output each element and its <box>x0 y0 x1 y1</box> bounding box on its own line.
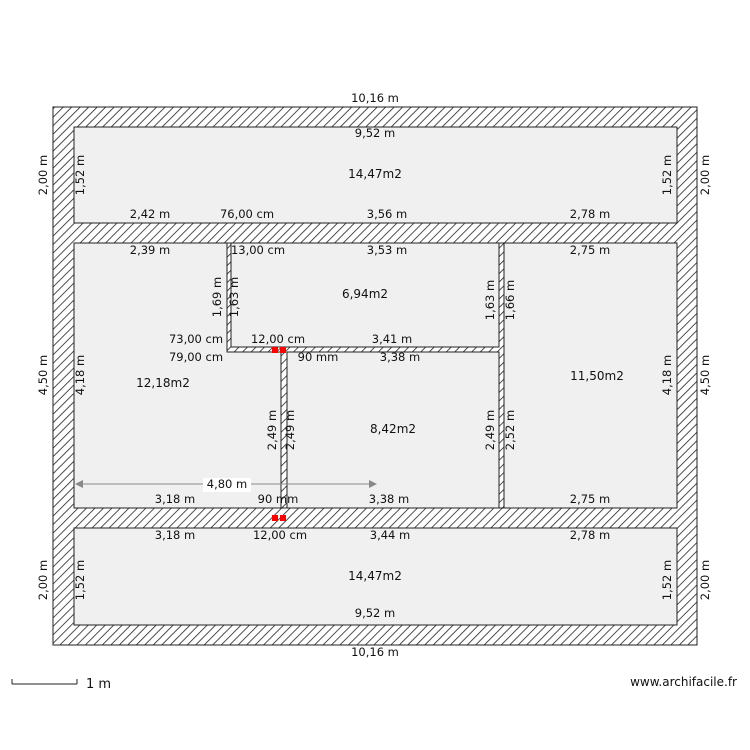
dimension-label: 2,00 m <box>36 560 50 600</box>
dimension-label: 2,78 m <box>570 528 610 542</box>
dimension-label: 3,56 m <box>367 207 407 221</box>
room-area-label: 8,42m2 <box>370 422 416 436</box>
marker <box>280 515 286 521</box>
dimension-label: 79,00 cm <box>169 350 223 364</box>
door-markers <box>272 347 286 521</box>
dimension-label: 2,75 m <box>570 492 610 506</box>
dimension-label: 4,50 m <box>698 355 712 395</box>
dimension-label: 9,52 m <box>355 606 395 620</box>
dimension-label: 73,00 cm <box>169 332 223 346</box>
dimension-label: 9,52 m <box>355 126 395 140</box>
room-right[interactable] <box>503 242 678 509</box>
dimension-label: 12,00 cm <box>253 528 307 542</box>
dimension-label: 1,63 m <box>227 277 241 317</box>
dimension-label: 76,00 cm <box>220 207 274 221</box>
dimension-label: 2,78 m <box>570 207 610 221</box>
dimension-label: 12,00 cm <box>251 332 305 346</box>
dimension-label: 2,00 m <box>698 155 712 195</box>
marker <box>272 515 278 521</box>
brand-watermark: www.archifacile.fr <box>630 675 737 689</box>
marker <box>280 347 286 353</box>
dimension-label: 2,49 m <box>483 410 497 450</box>
walls <box>52 106 698 646</box>
room-area-label: 6,94m2 <box>342 287 388 301</box>
dimension-label: 4,18 m <box>660 355 674 395</box>
dimension-label: 1,66 m <box>503 280 517 320</box>
dimension-label: 90 mm <box>258 492 299 506</box>
dimension-label: 4,80 m <box>207 477 247 491</box>
dimension-label: 3,44 m <box>370 528 410 542</box>
room-bottom[interactable] <box>73 527 678 626</box>
dimension-label: 3,18 m <box>155 528 195 542</box>
dimension-label: 1,63 m <box>483 280 497 320</box>
marker <box>272 347 278 353</box>
dimension-label: 2,52 m <box>503 410 517 450</box>
dimension-label: 2,42 m <box>130 207 170 221</box>
room-area-label: 14,47m2 <box>348 167 402 181</box>
scale-label: 1 m <box>86 677 111 692</box>
room-area-label: 12,18m2 <box>136 376 190 390</box>
room-top[interactable] <box>73 126 678 224</box>
dimension-label: 2,49 m <box>265 410 279 450</box>
dimension-label: 3,18 m <box>155 492 195 506</box>
dimension-label: 3,41 m <box>372 332 412 346</box>
dimension-label-bg <box>203 478 251 492</box>
dimension-label: 2,75 m <box>570 243 610 257</box>
room-area-label: 14,47m2 <box>348 569 402 583</box>
room-area-label: 11,50m2 <box>570 369 624 383</box>
dimension-label: 2,39 m <box>130 243 170 257</box>
dimension-label: 90 mm <box>298 350 339 364</box>
room-center-top[interactable] <box>230 242 500 348</box>
dimension-label: 2,00 m <box>698 560 712 600</box>
dimension-label: 1,52 m <box>73 560 87 600</box>
dimension-label: 2,49 m <box>283 410 297 450</box>
dimension-label: 1,52 m <box>73 155 87 195</box>
dimension-label: 4,18 m <box>73 355 87 395</box>
dimension-label: 4,50 m <box>36 355 50 395</box>
dimension-label: 10,16 m <box>351 91 399 105</box>
dimension-label: 3,38 m <box>380 350 420 364</box>
dimension-label: 13,00 cm <box>231 243 285 257</box>
dimension-label: 10,16 m <box>351 645 399 659</box>
dimension-labels: 10,16 m 9,52 m 14,47m2 2,00 m 1,52 m 1,52 m 2,… <box>36 91 712 659</box>
dimension-label: 1,52 m <box>660 155 674 195</box>
dimension-label: 3,38 m <box>369 492 409 506</box>
dimension-label: 3,53 m <box>367 243 407 257</box>
dimension-label: 1,69 m <box>210 277 224 317</box>
dimension-label: 2,00 m <box>36 155 50 195</box>
dimension-label: 1,52 m <box>660 560 674 600</box>
